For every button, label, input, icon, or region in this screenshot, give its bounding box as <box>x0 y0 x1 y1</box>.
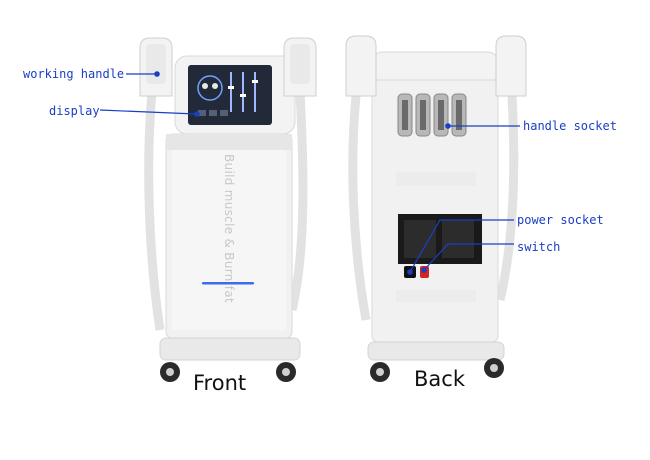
view-label-back: Back <box>414 367 465 391</box>
device-slogan: Build muscle & Burn fat <box>222 154 236 303</box>
front-device <box>139 37 317 382</box>
back-device <box>345 35 527 382</box>
callout-display: display <box>49 104 100 118</box>
display-screen <box>188 65 272 125</box>
callout-working-handle: working handle <box>23 67 125 81</box>
callout-lines <box>99 71 520 275</box>
view-label-front: Front <box>193 371 247 395</box>
accent-strip <box>202 282 254 285</box>
callout-power-socket: power socket <box>517 213 604 227</box>
callout-handle-socket: handle socket <box>523 119 617 133</box>
working-handle-right <box>283 37 317 97</box>
power-panel <box>398 214 482 264</box>
working-handle-left <box>139 37 173 97</box>
callout-switch: switch <box>517 240 561 254</box>
